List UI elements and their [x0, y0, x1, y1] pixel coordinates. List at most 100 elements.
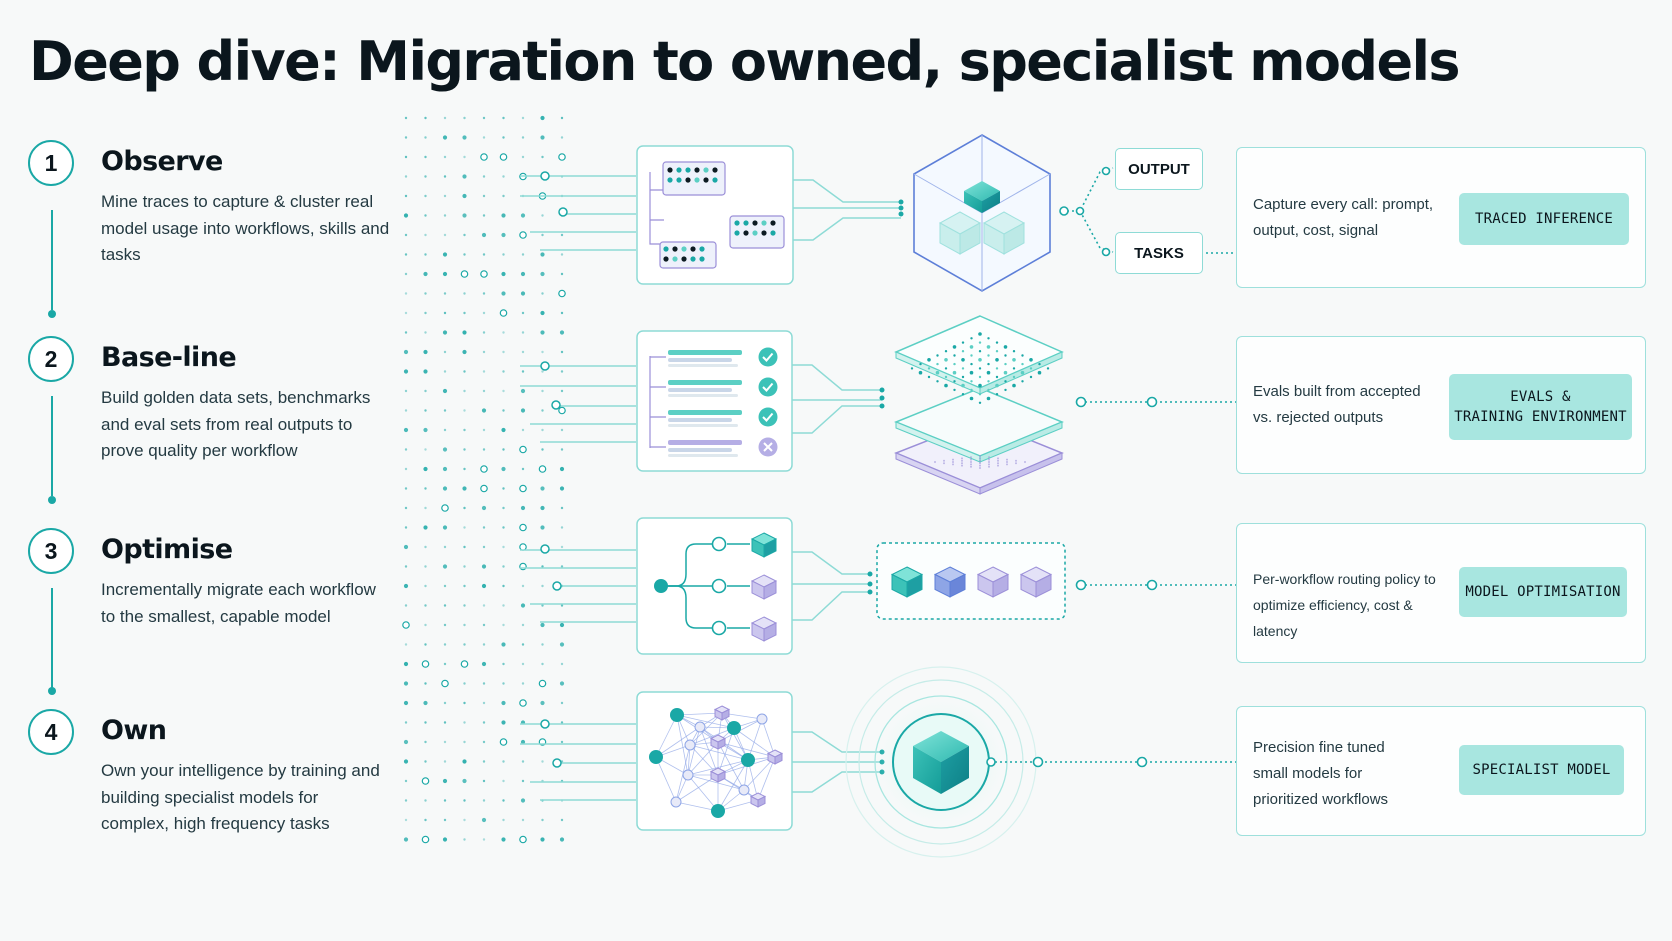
- cluster-dot: [734, 230, 740, 236]
- field-dot: [463, 623, 466, 627]
- cluster-dot: [685, 177, 691, 183]
- field-dot: [443, 818, 447, 822]
- card-model-optimisation: Per-workflow routing policy to optimize …: [1236, 523, 1646, 663]
- field-dot: [521, 370, 525, 373]
- layer-dot: [961, 393, 965, 396]
- field-dot: [541, 389, 544, 393]
- field-dot: [521, 779, 525, 783]
- field-dot: [560, 116, 564, 120]
- cluster-dot: [699, 256, 705, 262]
- cluster-dot: [667, 177, 673, 183]
- layer-dot: [970, 463, 972, 466]
- cluster-dot: [690, 256, 696, 262]
- field-dot: [463, 799, 466, 802]
- row-bar: [668, 350, 742, 355]
- step-title: Optimise: [101, 534, 233, 565]
- layer-dot: [944, 367, 948, 370]
- field-dot: [482, 604, 486, 607]
- cluster-dot: [752, 220, 758, 226]
- cluster-dot: [694, 177, 700, 183]
- field-dot: [463, 409, 466, 412]
- field-dot: [520, 739, 526, 745]
- network-node: [727, 721, 741, 735]
- step-title: Observe: [101, 146, 223, 177]
- field-dot: [404, 272, 408, 276]
- field-dot: [560, 448, 564, 451]
- card-specialist-model: Precision fine tuned small models for pr…: [1236, 706, 1646, 836]
- step-number: 4: [28, 709, 74, 755]
- network-edge: [699, 726, 719, 776]
- field-dot: [560, 350, 564, 354]
- cluster-dot: [672, 256, 678, 262]
- layer-dot: [1012, 358, 1016, 362]
- card-traced-inference: Capture every call: prompt, output, cost…: [1236, 147, 1646, 288]
- row-bar: [668, 364, 738, 367]
- field-dot: [443, 370, 447, 373]
- field-dot: [502, 331, 505, 334]
- field-dot: [560, 604, 564, 607]
- field-dot: [481, 817, 487, 823]
- network-edge: [655, 714, 678, 758]
- layer-dot: [970, 465, 972, 468]
- layer-dot: [970, 362, 973, 366]
- layer-dot: [979, 464, 981, 467]
- field-dot: [403, 369, 409, 374]
- field-dot: [403, 349, 409, 355]
- cluster-dot: [743, 220, 749, 226]
- layer-dot: [961, 358, 965, 362]
- cube-icon: [709, 734, 727, 750]
- layer-dot: [1020, 370, 1025, 375]
- layer-dot: [1004, 362, 1007, 366]
- field-dot: [541, 818, 544, 822]
- field-dot: [442, 837, 448, 842]
- field-dot: [463, 545, 466, 549]
- field-dot: [559, 642, 565, 647]
- layer-dot: [987, 337, 990, 340]
- field-dot: [424, 253, 427, 256]
- neural-network-icon: [636, 691, 793, 831]
- field-dot: [402, 621, 410, 629]
- field-dot: [521, 311, 525, 315]
- field-dot: [502, 779, 505, 783]
- field-dot: [521, 643, 525, 646]
- network-edge: [687, 774, 745, 791]
- field-dot: [403, 661, 409, 667]
- field-dot: [502, 584, 505, 588]
- layer-dot: [1021, 380, 1024, 383]
- field-dot: [521, 467, 525, 471]
- field-dot: [463, 311, 466, 315]
- field-dot: [463, 233, 466, 237]
- card-description: Evals built from accepted vs. rejected o…: [1253, 383, 1421, 426]
- layer-dot: [997, 459, 999, 462]
- field-dot: [403, 739, 409, 745]
- field-dot: [404, 409, 408, 412]
- field-dot: [424, 233, 427, 237]
- step-title: Own: [101, 715, 167, 746]
- layer-dot: [1003, 345, 1008, 349]
- layers-icon: [894, 315, 1064, 495]
- check-icon: [758, 407, 778, 427]
- field-dot: [502, 662, 505, 666]
- field-dot: [559, 330, 565, 335]
- cube-icon: [766, 749, 784, 765]
- field-dot: [541, 662, 544, 666]
- field-dot: [424, 545, 427, 549]
- layer-dot: [1029, 358, 1033, 362]
- field-dot: [404, 448, 408, 451]
- specialist-cube-icon: [845, 666, 1037, 858]
- field-dot: [502, 253, 505, 256]
- layer-dot: [952, 461, 954, 463]
- layer-dot: [995, 358, 999, 362]
- model-cube-icon: [913, 134, 1051, 292]
- layer-dot: [1029, 375, 1033, 379]
- field-dot: [423, 271, 428, 277]
- field-dot: [442, 252, 448, 257]
- layer-dot: [943, 462, 945, 465]
- field-dot: [482, 175, 486, 178]
- layer-dot: [978, 332, 982, 336]
- field-dot: [540, 310, 545, 316]
- field-dot: [424, 584, 427, 588]
- field-dot: [404, 526, 408, 529]
- layer-dot: [987, 354, 990, 357]
- field-dot: [424, 214, 427, 217]
